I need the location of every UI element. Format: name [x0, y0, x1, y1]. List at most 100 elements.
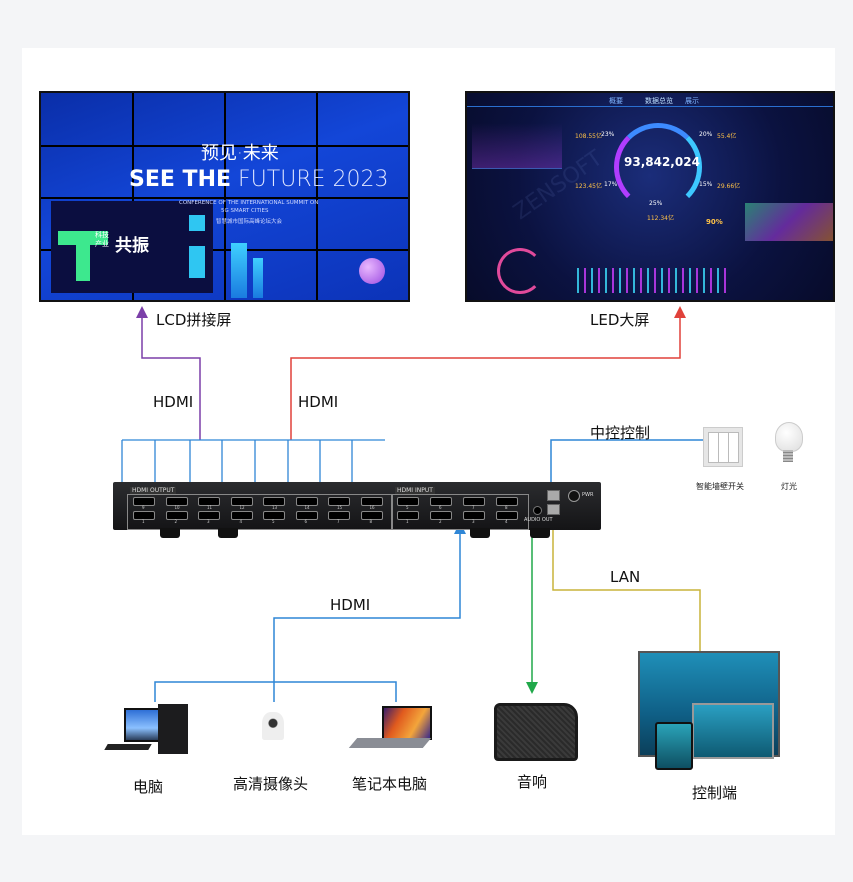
- hdmi-input-label: HDMI: [330, 596, 371, 614]
- control-label: 中控控制: [590, 424, 651, 442]
- port-number: 11: [207, 505, 213, 510]
- port-number: 6: [304, 519, 308, 524]
- hdmi-input-port[interactable]: [496, 497, 518, 506]
- lcd-subtitle: 智慧城市国际高峰论坛大会: [216, 219, 283, 225]
- source-branch-wire: [154, 681, 397, 702]
- input-hdmi-wire: [273, 522, 466, 702]
- hdmi-output-port[interactable]: [263, 511, 285, 520]
- hdmi-input-port[interactable]: [496, 511, 518, 520]
- port-number: 4: [239, 519, 243, 524]
- hdmi-input-port[interactable]: [397, 497, 419, 506]
- input-group: [392, 494, 529, 530]
- sphere-graphic: [359, 258, 385, 284]
- port-number: 1: [142, 519, 145, 524]
- led-center-value: 93,842,024: [624, 155, 700, 169]
- lcd-subtitle: 5G SMART CITIES: [221, 208, 269, 214]
- tablet-screen: [655, 722, 693, 770]
- port-number: 7: [472, 505, 475, 510]
- speaker-label: 音响: [517, 773, 548, 791]
- controller-label: 控制端: [692, 784, 738, 802]
- led-tab: 展示: [685, 97, 699, 105]
- port-number: 6: [439, 505, 442, 510]
- hdmi-output-port[interactable]: [360, 511, 383, 520]
- lcd-hdmi-wire: [136, 306, 201, 440]
- pc-label: 电脑: [133, 778, 164, 796]
- hdmi-input-port[interactable]: [463, 511, 485, 520]
- port-number: 8: [505, 505, 508, 510]
- ring-chart-widget: [497, 248, 543, 294]
- hdmi-output-port[interactable]: [198, 511, 220, 520]
- inset-big-text: 共振: [115, 236, 149, 256]
- port-number: 2: [439, 519, 442, 524]
- port-number: 15: [337, 505, 343, 510]
- lcd-inset-window: 科技产业 共振: [51, 201, 213, 293]
- bar-chart-widget: [577, 268, 727, 293]
- laptop-base: [348, 738, 432, 748]
- lcd-cn-title: 预见·未来: [201, 143, 279, 164]
- led-stat-pct: 25%: [649, 200, 663, 207]
- led-label: LED大屏: [590, 311, 650, 329]
- led-stat: 123.45亿: [575, 183, 602, 190]
- device-foot: [160, 528, 180, 538]
- port-number: 4: [505, 519, 508, 524]
- port-number: 14: [304, 505, 310, 510]
- port-number: 7: [337, 519, 340, 524]
- hdmi-output-port[interactable]: [263, 497, 285, 506]
- line-chart-widget: [472, 123, 562, 169]
- hdmi-output-port[interactable]: [295, 511, 318, 520]
- lcd-video-wall: 科技产业 共振 预见·未来 SEE THE FUTURE 2023 CONFER…: [39, 91, 410, 302]
- hdmi-output-port[interactable]: [328, 511, 350, 520]
- gauge-ring: [614, 123, 702, 211]
- power-jack[interactable]: [568, 490, 580, 502]
- led-stat: 29.66亿: [717, 183, 741, 190]
- port-number: 5: [406, 505, 409, 510]
- port-number: 2: [174, 519, 178, 524]
- hdmi-output-port[interactable]: [295, 497, 318, 506]
- led-stat: 112.34亿: [647, 215, 674, 222]
- pc-tower: [158, 704, 188, 754]
- port-number: 13: [272, 505, 278, 510]
- led-hex-value: 90%: [706, 218, 723, 226]
- audio-out-jack[interactable]: [533, 506, 542, 515]
- lcd-headline: SEE THE FUTURE 2023: [129, 167, 388, 192]
- light-bulb-icon: [775, 422, 803, 452]
- led-stat: 55.4亿: [717, 133, 737, 140]
- lan-wire: [552, 524, 701, 652]
- device-foot: [530, 528, 550, 538]
- device-foot: [218, 528, 238, 538]
- hdmi-input-port[interactable]: [430, 497, 452, 506]
- rs-port[interactable]: [547, 490, 560, 501]
- port-number: 5: [272, 519, 275, 524]
- wall-switch-icon: [703, 427, 743, 467]
- hdmi-input-port[interactable]: [397, 511, 419, 520]
- lcd-headline-bold: SEE THE: [129, 167, 232, 192]
- port-number: 12: [239, 505, 245, 510]
- led-stat-pct: 20%: [699, 131, 713, 138]
- port-number: 3: [472, 519, 475, 524]
- hdmi-output-port[interactable]: [165, 497, 188, 506]
- hdmi-output-port[interactable]: [360, 497, 383, 506]
- lan-port[interactable]: [547, 504, 560, 515]
- wall-switch-label: 智能墙壁开关: [696, 482, 744, 491]
- hdmi-output-port[interactable]: [230, 497, 253, 506]
- area-chart-widget: [745, 203, 833, 241]
- keyboard: [104, 744, 152, 750]
- hdmi-output-port[interactable]: [133, 497, 155, 506]
- hdmi-input-port[interactable]: [463, 497, 485, 506]
- power-label: PWR: [582, 492, 594, 498]
- hdmi-output-port[interactable]: [328, 497, 350, 506]
- hdmi-output-port[interactable]: [165, 511, 188, 520]
- light-label: 灯光: [781, 482, 797, 491]
- hd-camera-icon: [262, 712, 284, 740]
- city-skyline-graphic: [253, 258, 263, 298]
- port-number: 3: [207, 519, 210, 524]
- lcd-label: LCD拼接屏: [156, 311, 232, 329]
- device-foot: [470, 528, 490, 538]
- hdmi-input-port[interactable]: [430, 511, 452, 520]
- hdmi-output-port[interactable]: [198, 497, 220, 506]
- hdmi-output-port[interactable]: [230, 511, 253, 520]
- lcd-headline-light: FUTURE 2023: [238, 167, 389, 192]
- hdmi-output-port[interactable]: [133, 511, 155, 520]
- camera-label: 高清摄像头: [233, 775, 309, 793]
